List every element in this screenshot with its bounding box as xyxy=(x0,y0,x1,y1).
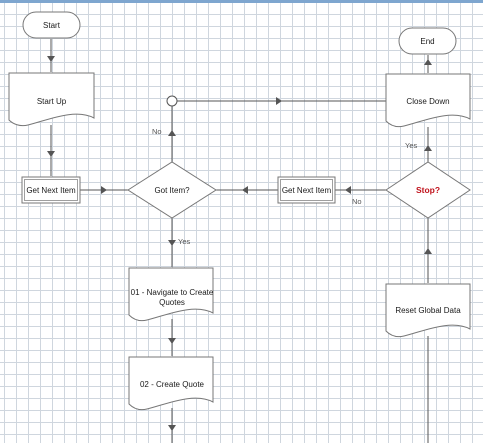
arrowhead-into-gotitem-left xyxy=(101,186,107,194)
junction-node[interactable] xyxy=(166,95,178,107)
arrowhead-into-end xyxy=(424,59,432,65)
close-down-node[interactable]: Close Down xyxy=(385,73,471,128)
edge-label-yes-gotitem: Yes xyxy=(178,237,190,246)
arrowhead-gotitem-no-up xyxy=(168,130,176,136)
edge-label-no-gotitem: No xyxy=(152,127,162,136)
get-next-item-mid-node[interactable]: Get Next Item xyxy=(277,176,336,204)
window-top-border xyxy=(0,0,483,3)
arrowhead-into-stop xyxy=(424,248,432,254)
create-quote-node[interactable]: 02 - Create Quote xyxy=(128,356,214,411)
start-up-label: Start Up xyxy=(37,97,67,106)
start-label: Start xyxy=(43,21,61,30)
got-item-decision[interactable]: Got Item? xyxy=(127,161,217,219)
start-up-node[interactable]: Start Up xyxy=(8,72,95,127)
arrowhead-into-createquote xyxy=(168,338,176,344)
arrowhead-into-closedown xyxy=(276,97,282,105)
got-item-label: Got Item? xyxy=(154,186,190,195)
edge-label-yes-stop: Yes xyxy=(405,141,417,150)
get-next-item-left-node[interactable]: Get Next Item xyxy=(21,176,81,204)
arrowhead-createquote-down xyxy=(168,425,176,431)
arrowhead-into-getnext-left xyxy=(47,151,55,157)
get-next-item-left-label: Get Next Item xyxy=(26,186,76,195)
reset-global-data-label: Reset Global Data xyxy=(395,306,461,315)
navigate-label-line2: Quotes xyxy=(159,298,185,307)
reset-global-data-node[interactable]: Reset Global Data xyxy=(385,283,471,338)
arrowhead-stop-yes-up xyxy=(424,145,432,151)
end-node[interactable]: End xyxy=(398,27,457,55)
arrowhead-into-startup xyxy=(47,56,55,62)
create-quote-label: 02 - Create Quote xyxy=(140,380,205,389)
stop-decision[interactable]: Stop? xyxy=(385,161,471,219)
navigate-create-quotes-node[interactable]: 01 - Navigate to Create Quotes xyxy=(128,267,214,322)
start-node[interactable]: Start xyxy=(22,11,81,39)
arrowhead-stop-no-left xyxy=(345,186,351,194)
arrowhead-gotitem-yes-down xyxy=(168,240,176,246)
get-next-item-mid-label: Get Next Item xyxy=(282,186,332,195)
close-down-label: Close Down xyxy=(406,97,449,106)
stop-label: Stop? xyxy=(416,185,440,195)
edge-label-no-stop: No xyxy=(352,197,362,206)
arrowhead-into-gotitem-right xyxy=(242,186,248,194)
navigate-label-line1: 01 - Navigate to Create xyxy=(131,288,214,297)
end-label: End xyxy=(420,37,434,46)
